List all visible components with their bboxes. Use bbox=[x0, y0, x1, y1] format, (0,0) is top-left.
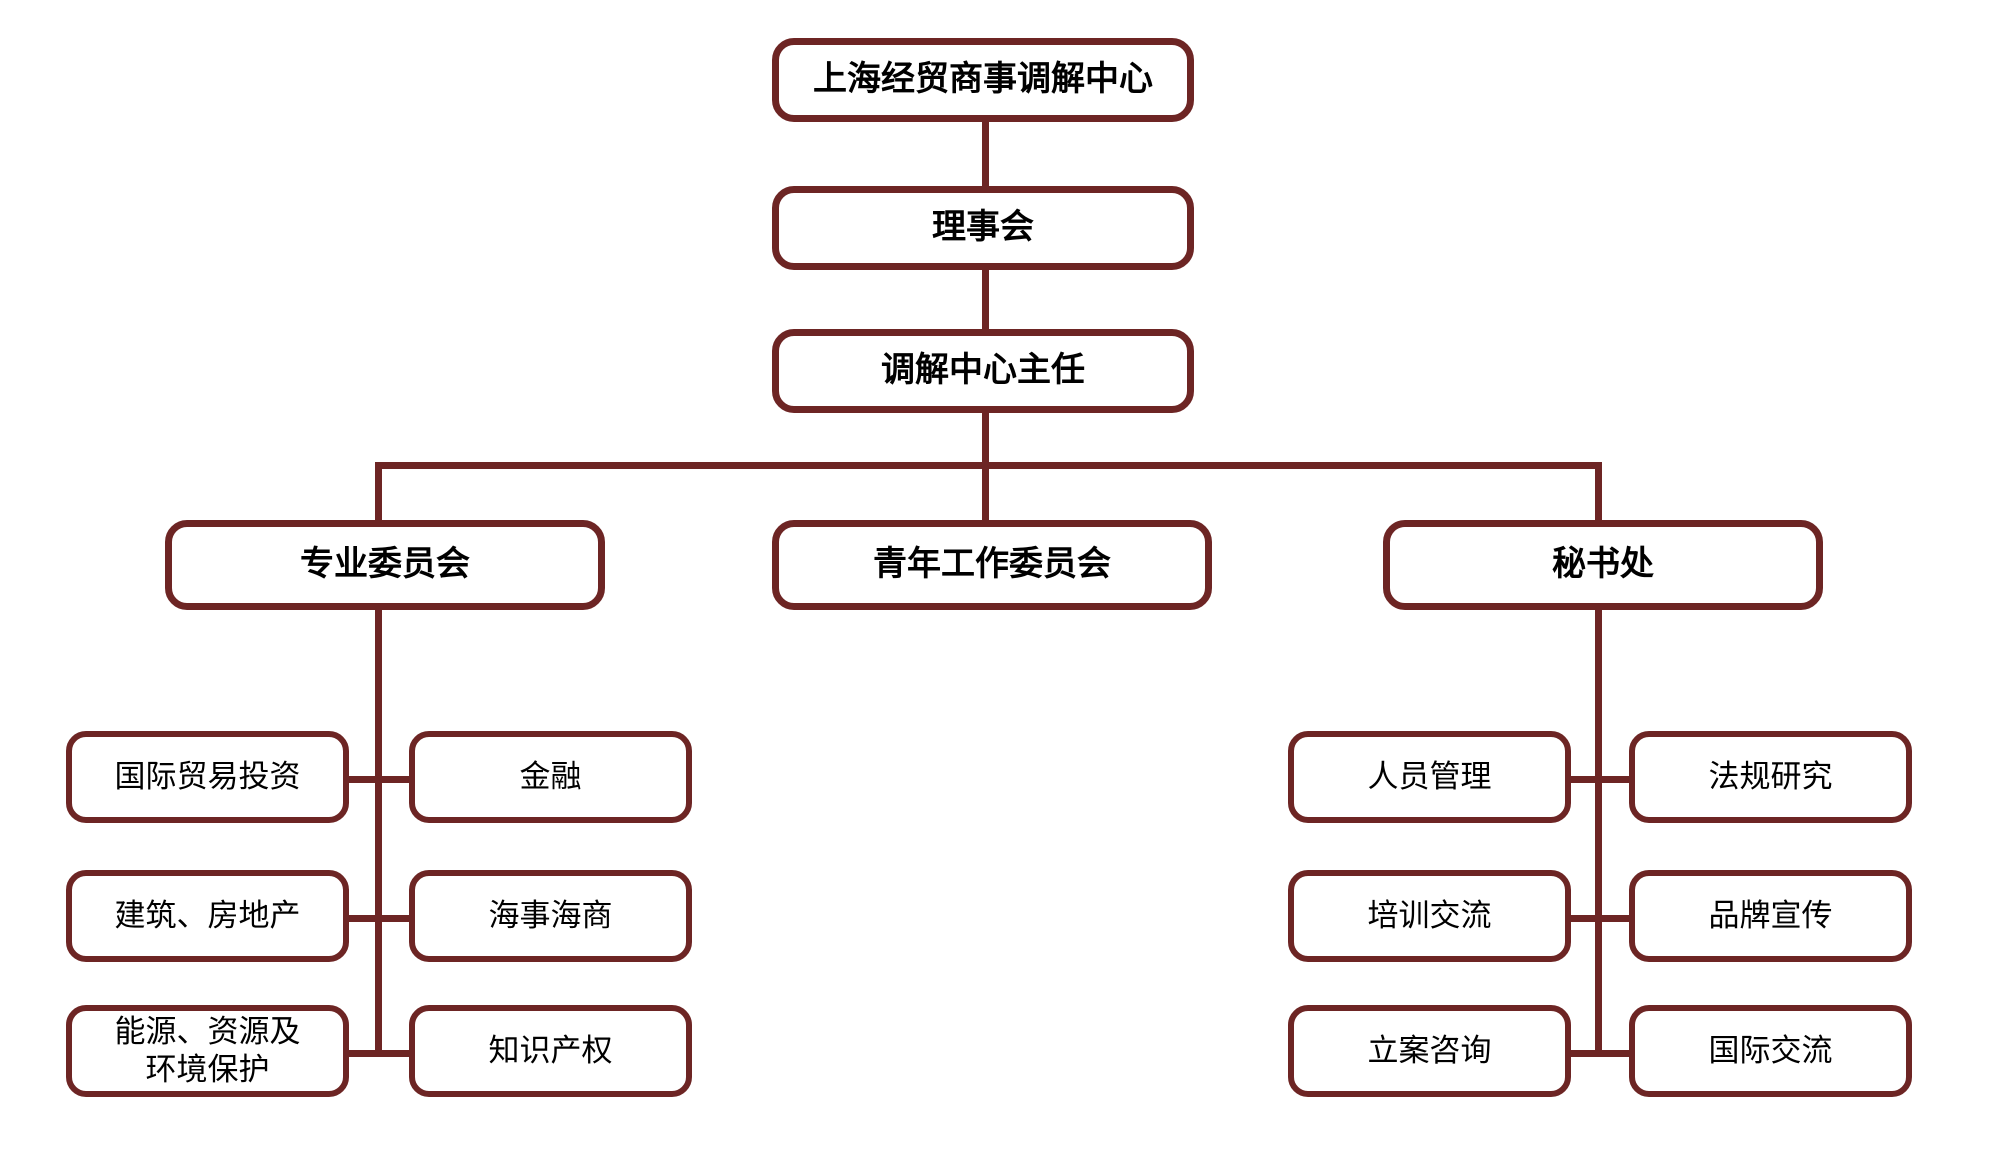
node-leaf-label: 法规研究 bbox=[1708, 759, 1833, 795]
node-leaf-label: 能源、资源及 环境保护 bbox=[114, 1014, 301, 1087]
connector-bar-to-branch-left bbox=[375, 462, 382, 522]
node-branch-center-label: 青年工作委员会 bbox=[873, 546, 1111, 584]
node-leaf-label: 知识产权 bbox=[488, 1033, 613, 1069]
node-leaf-label: 培训交流 bbox=[1367, 898, 1492, 934]
node-leaf-label: 建筑、房地产 bbox=[114, 898, 301, 934]
node-leaf-label: 国际贸易投资 bbox=[114, 759, 301, 795]
right-row2-connector bbox=[1560, 915, 1638, 922]
left-row1-connector bbox=[340, 776, 418, 783]
node-branch-youth-committee[interactable]: 青年工作委员会 bbox=[772, 520, 1212, 610]
distribution-bar bbox=[375, 462, 1602, 469]
node-root-label: 上海经贸商事调解中心 bbox=[813, 61, 1153, 99]
node-branch-right-label: 秘书处 bbox=[1552, 546, 1654, 584]
node-leaf-label: 国际交流 bbox=[1708, 1033, 1833, 1069]
connector-root-to-board bbox=[982, 120, 989, 188]
node-director-label: 调解中心主任 bbox=[881, 352, 1085, 390]
node-branch-secretariat[interactable]: 秘书处 bbox=[1383, 520, 1823, 610]
node-leaf-label: 金融 bbox=[519, 759, 582, 795]
right-row1-connector bbox=[1560, 776, 1638, 783]
node-leaf-brand-promotion[interactable]: 品牌宣传 bbox=[1629, 870, 1912, 962]
node-branch-left-label: 专业委员会 bbox=[300, 546, 470, 584]
node-leaf-label: 人员管理 bbox=[1367, 759, 1492, 795]
node-leaf-label: 品牌宣传 bbox=[1708, 898, 1833, 934]
node-leaf-maritime-admiralty[interactable]: 海事海商 bbox=[409, 870, 692, 962]
node-leaf-personnel-management[interactable]: 人员管理 bbox=[1288, 731, 1571, 823]
connector-board-to-director bbox=[982, 268, 989, 330]
connector-bar-to-branch-right bbox=[1595, 462, 1602, 522]
left-subtree-trunk bbox=[375, 610, 382, 1055]
right-subtree-trunk bbox=[1595, 610, 1602, 1055]
node-leaf-finance[interactable]: 金融 bbox=[409, 731, 692, 823]
node-leaf-intellectual-property[interactable]: 知识产权 bbox=[409, 1005, 692, 1097]
node-board-label: 理事会 bbox=[932, 209, 1034, 247]
node-leaf-case-filing-consultation[interactable]: 立案咨询 bbox=[1288, 1005, 1571, 1097]
node-leaf-regulatory-research[interactable]: 法规研究 bbox=[1629, 731, 1912, 823]
node-leaf-international-exchange[interactable]: 国际交流 bbox=[1629, 1005, 1912, 1097]
node-leaf-training-exchange[interactable]: 培训交流 bbox=[1288, 870, 1571, 962]
node-root[interactable]: 上海经贸商事调解中心 bbox=[772, 38, 1194, 122]
node-branch-professional-committee[interactable]: 专业委员会 bbox=[165, 520, 605, 610]
left-row2-connector bbox=[340, 915, 418, 922]
node-leaf-energy-resources-environment[interactable]: 能源、资源及 环境保护 bbox=[66, 1005, 349, 1097]
left-row3-connector bbox=[340, 1050, 418, 1057]
right-row3-connector bbox=[1560, 1050, 1638, 1057]
node-leaf-label: 海事海商 bbox=[488, 898, 613, 934]
node-leaf-label: 立案咨询 bbox=[1367, 1033, 1492, 1069]
node-director[interactable]: 调解中心主任 bbox=[772, 329, 1194, 413]
node-leaf-international-trade-investment[interactable]: 国际贸易投资 bbox=[66, 731, 349, 823]
node-board[interactable]: 理事会 bbox=[772, 186, 1194, 270]
node-leaf-construction-real-estate[interactable]: 建筑、房地产 bbox=[66, 870, 349, 962]
